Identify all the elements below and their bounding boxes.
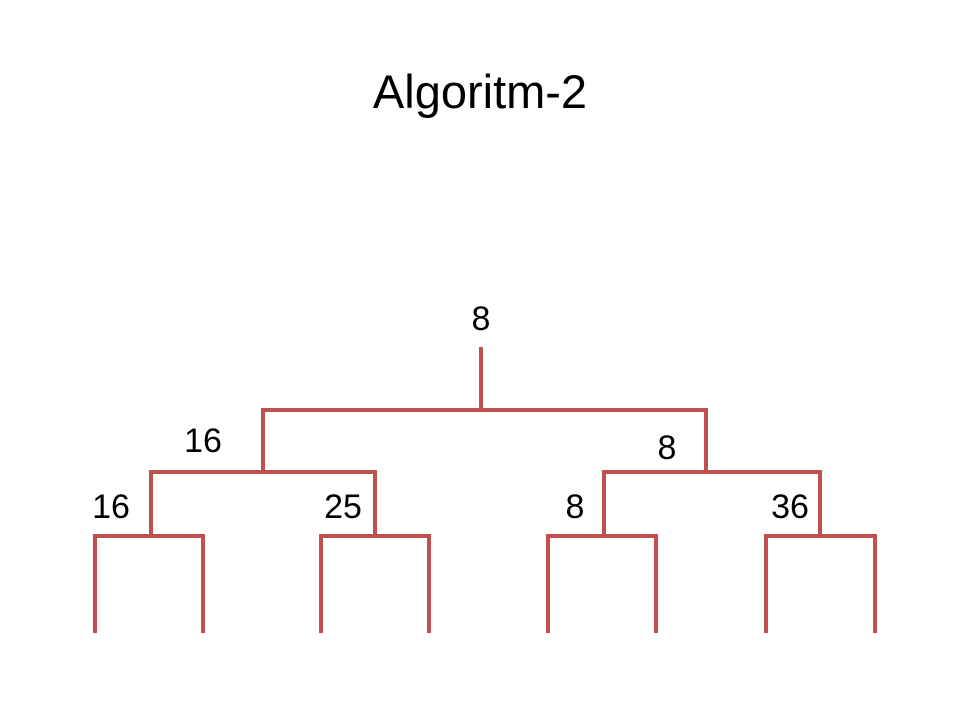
tree-edges [93,347,877,633]
leaf-group-2-label: 25 [324,488,362,526]
root-label: 8 [472,300,491,338]
leaf-group-3-label: 8 [566,488,585,526]
leaf-group-1-label: 16 [92,488,130,526]
left-subtree-label: 16 [184,422,222,460]
right-subtree-label: 8 [658,429,677,467]
slide-title: Algoritm-2 [372,65,588,118]
leaf-group-4-label: 36 [771,488,809,526]
tree-labels: 8 16 8 16 25 8 36 [92,300,809,526]
